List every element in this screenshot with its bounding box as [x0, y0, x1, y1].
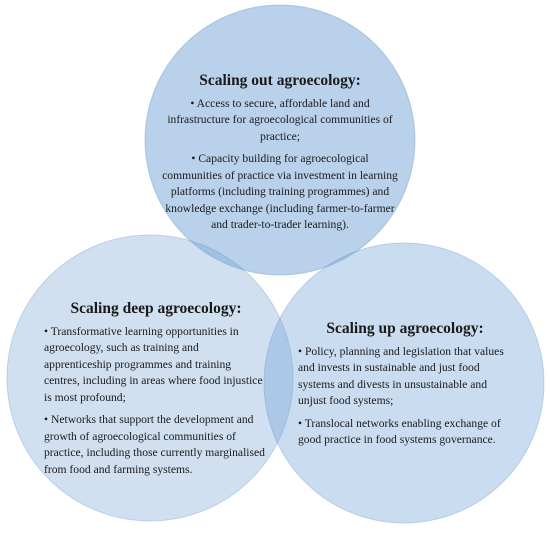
scaling-out-bullet-1: • Access to secure, affordable land and … — [167, 97, 393, 143]
scaling-up-bullet-2: • Translocal networks enabling exchange … — [298, 416, 501, 447]
scaling-out-bullet-2: • Capacity building for agroecological c… — [162, 152, 398, 232]
circle-scaling-up — [263, 242, 545, 524]
scaling-deep-title: Scaling deep agroecology: — [70, 300, 242, 317]
scaling-up-bullet-1: • Policy, planning and legislation that … — [298, 345, 504, 408]
scaling-deep-block: Scaling deep agroecology: • Transformati… — [44, 300, 268, 484]
scaling-out-block: Scaling out agroecology: • Access to sec… — [160, 72, 400, 240]
scaling-up-title: Scaling up agroecology: — [326, 320, 484, 337]
scaling-deep-bullet-2: • Networks that support the development … — [44, 413, 265, 476]
scaling-up-block: Scaling up agroecology: • Policy, planni… — [298, 320, 512, 455]
circle-scaling-deep — [6, 234, 294, 522]
circle-scaling-out — [144, 4, 416, 276]
scaling-deep-bullet-1: • Transformative learning opportunities … — [44, 325, 263, 404]
scaling-out-title: Scaling out agroecology: — [199, 72, 361, 89]
